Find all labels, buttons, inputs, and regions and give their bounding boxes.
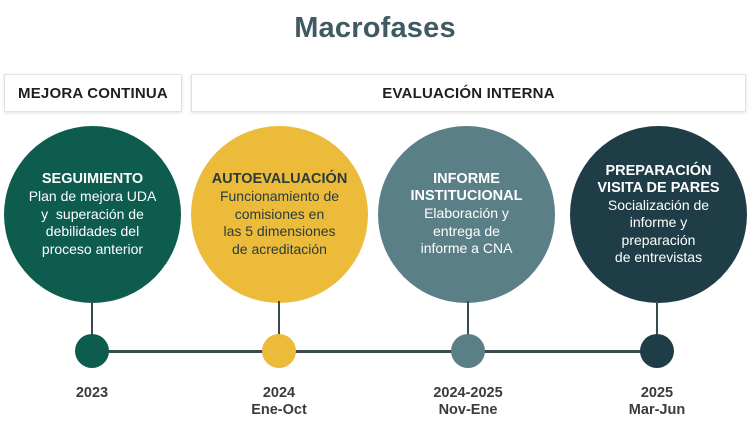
stage-circle-informe-institucional: INFORME INSTITUCIONAL Elaboración y entr…	[378, 126, 555, 303]
timeline-dot	[640, 334, 674, 368]
stage-body-line: Elaboración y	[424, 205, 509, 222]
stem-connector	[278, 301, 280, 337]
stage-circle-seguimiento: SEGUIMIENTO Plan de mejora UDA y superac…	[4, 126, 181, 303]
year-label: 2025 Mar-Jun	[597, 385, 717, 419]
phase-evaluacion-interna: EVALUACIÓN INTERNA	[191, 74, 746, 112]
stage-body-line: entrega de	[433, 222, 500, 239]
stage-body-line: debilidades del	[45, 223, 140, 239]
timeline-dot	[75, 334, 109, 368]
stage-heading: PREPARACIÓN	[605, 162, 712, 179]
stage-body-line: informe y	[629, 214, 688, 230]
stage-body-line: Plan de mejora UDA	[28, 188, 157, 204]
year-label: 2023	[32, 385, 152, 402]
stage-body-line: de entrevistas	[614, 249, 703, 265]
stage-circle-preparacion-visita: PREPARACIÓN VISITA DE PARES Socializació…	[570, 126, 747, 303]
period-value: Ene-Oct	[251, 402, 307, 418]
timeline-dot	[262, 334, 296, 368]
stage-heading: VISITA DE PARES	[597, 179, 720, 196]
stage-heading: AUTOEVALUACIÓN	[211, 171, 348, 187]
stage-circle-autoevaluacion: AUTOEVALUACIÓN Funcionamiento de comisio…	[191, 126, 368, 303]
stem-connector	[656, 301, 658, 337]
year-value: 2024	[262, 385, 296, 401]
stem-connector	[91, 301, 93, 337]
diagram-title: Macrofases	[294, 12, 456, 44]
stage-body-line: informe a CNA	[420, 240, 513, 257]
year-label: 2024-2025 Nov-Ene	[408, 385, 528, 419]
stage-body-line: Socialización de	[607, 196, 710, 213]
year-value: 2025	[640, 385, 674, 401]
stage-heading: SEGUIMIENTO	[41, 171, 144, 187]
stem-connector	[467, 301, 469, 337]
stage-body-line: comisiones en	[234, 205, 325, 222]
year-value: 2023	[75, 385, 109, 401]
stage-body-line: de acreditación	[232, 240, 327, 257]
stage-body-line: Funcionamiento de	[219, 188, 340, 204]
year-label: 2024 Ene-Oct	[219, 385, 339, 419]
stage-body-line: y superación de	[41, 205, 144, 222]
period-value: Nov-Ene	[438, 402, 498, 418]
stage-heading: INSTITUCIONAL	[410, 188, 523, 205]
stage-heading: INFORME	[433, 171, 500, 188]
phase-mejora-continua: MEJORA CONTINUA	[4, 74, 182, 112]
stage-body-line: proceso anterior	[41, 240, 144, 257]
timeline-line	[92, 350, 657, 353]
timeline-dot	[451, 334, 485, 368]
stage-body-line: las 5 dimensiones	[223, 223, 336, 239]
year-value: 2024-2025	[433, 385, 503, 401]
period-value: Mar-Jun	[628, 402, 686, 418]
stage-body-line: preparación	[621, 231, 696, 248]
